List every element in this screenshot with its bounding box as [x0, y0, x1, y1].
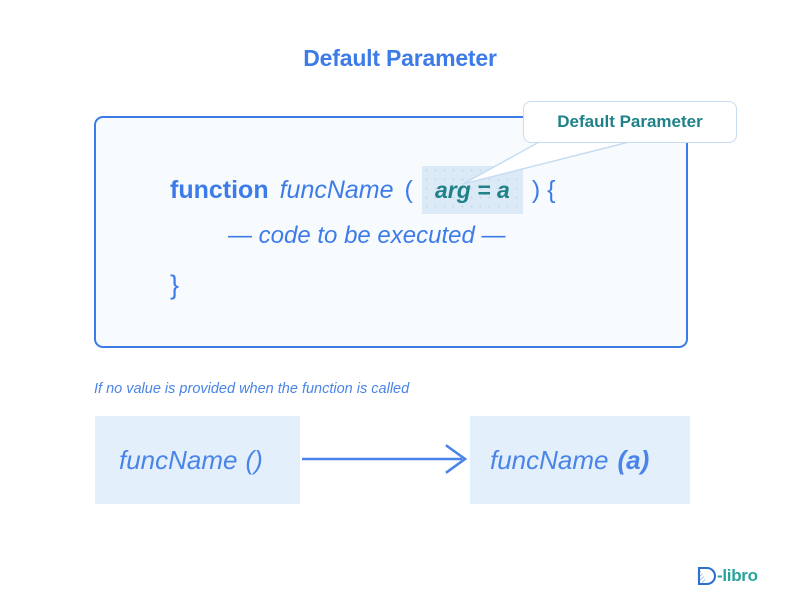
- left-function-name: funcName: [119, 444, 238, 475]
- function-name-label: funcName: [279, 175, 394, 204]
- arrow-right-icon: [302, 444, 468, 474]
- caption-text: If no value is provided when the functio…: [94, 381, 410, 397]
- right-paren-open: (: [617, 444, 627, 475]
- d-mark-icon: [697, 566, 716, 586]
- right-paren-close: ): [640, 444, 650, 475]
- paren-close-brace: ) {: [531, 175, 556, 204]
- logo-wordmark: -libro: [717, 566, 758, 585]
- right-function-name: funcName: [490, 444, 609, 475]
- code-line-closing-brace: }: [170, 270, 180, 300]
- brand-logo[interactable]: -libro: [697, 563, 758, 589]
- callout-default-parameter[interactable]: Default Parameter: [523, 101, 737, 143]
- keyword-function: function: [170, 175, 269, 204]
- paren-open: (: [404, 175, 413, 204]
- code-line-body: — code to be executed —: [228, 222, 506, 249]
- call-box-with-default-arg: funcName ( a ): [470, 416, 690, 504]
- call-box-without-arg: funcName (): [95, 416, 300, 504]
- code-panel: function funcName ( arg = a ) { — code t…: [94, 116, 688, 348]
- right-arg-value: a: [626, 444, 641, 475]
- page-title: Default Parameter: [303, 45, 497, 71]
- default-parameter-highlight[interactable]: arg = a: [421, 166, 523, 214]
- left-call-args: (): [245, 444, 263, 475]
- code-line-signature: function funcName ( arg = a ) {: [170, 166, 556, 214]
